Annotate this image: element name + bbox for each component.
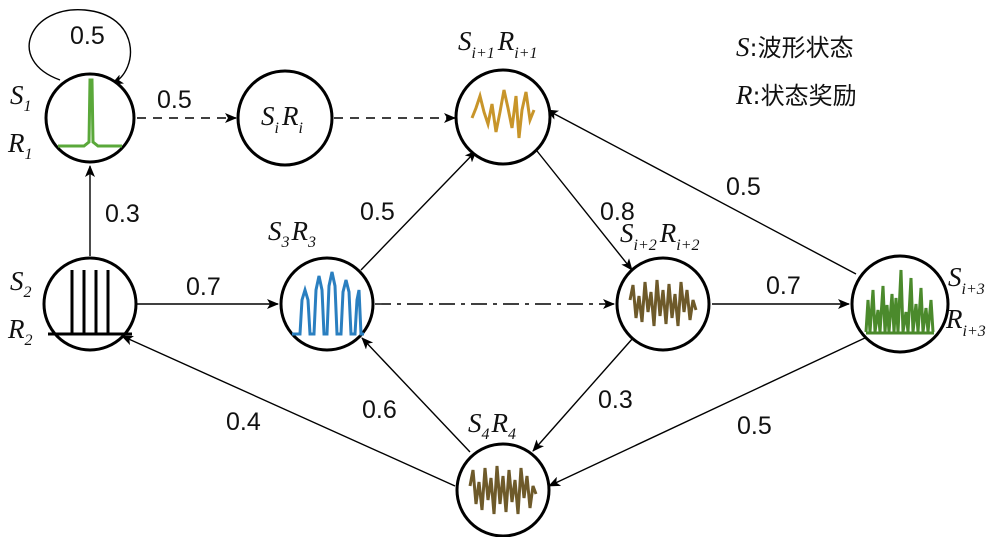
prob-si1-si2: 0.8 [600,198,635,226]
label-s2-state: S2 [10,266,32,301]
edge-s4-to-s3 [361,337,471,453]
legend: S:波形状态 R:状态奖励 [735,32,857,110]
prob-si2-s4: 0.3 [598,386,633,414]
green-impulse-waveform [58,78,122,148]
prob-s2-s1: 0.3 [105,200,140,228]
prob-si3-s4: 0.5 [737,412,772,440]
prob-s4-s2: 0.4 [226,408,261,436]
prob-s1-si: 0.5 [157,86,192,114]
black-pulses-waveform [48,270,132,336]
orange-oscillation-waveform [470,89,536,139]
edges [28,9,868,487]
label-s1-state: S1 [10,80,32,115]
label-s2-reward: R2 [7,314,33,349]
prob-s1-self: 0.5 [70,22,105,50]
label-si3-state: Si+3 [948,262,985,298]
edge-si3-to-si1 [546,109,857,275]
prob-s3-si1: 0.5 [360,198,395,226]
edge-si1-to-si2 [536,150,633,271]
label-s1-reward: R1 [7,128,33,163]
edge-s4-to-s2 [121,335,456,487]
node-s2 [42,256,138,352]
label-s4: S4R4 [468,408,516,443]
edge-s1-self-loop [28,9,132,85]
brown-noise-waveform [468,465,538,515]
node-si1 [454,68,552,166]
label-s3: S3R3 [268,216,316,251]
edge-si3-to-s4 [548,336,868,487]
node-s3 [279,256,375,352]
edge-s3-to-si1 [360,150,477,271]
node-s4 [455,442,551,537]
prob-s4-s3: 0.6 [362,396,397,424]
edge-si2-to-s4 [532,337,634,452]
blue-pulses-waveform [292,271,364,336]
legend-state: S:波形状态 [736,32,854,62]
prob-si3-si1: 0.5 [726,173,761,201]
node-si2 [615,256,711,352]
prob-s2-s3: 0.7 [186,273,221,301]
edge-labels: 0.5 0.5 0.3 0.7 0.5 0.8 0.5 0.7 0.3 0.5 … [70,22,801,440]
node-s1 [44,72,136,164]
node-si3 [850,254,950,354]
prob-si2-si3: 0.7 [766,272,801,300]
legend-reward: R:状态奖励 [735,80,857,110]
brown-noise-waveform [628,279,698,327]
label-si3-reward: Ri+3 [945,304,986,340]
node-si [236,69,334,167]
